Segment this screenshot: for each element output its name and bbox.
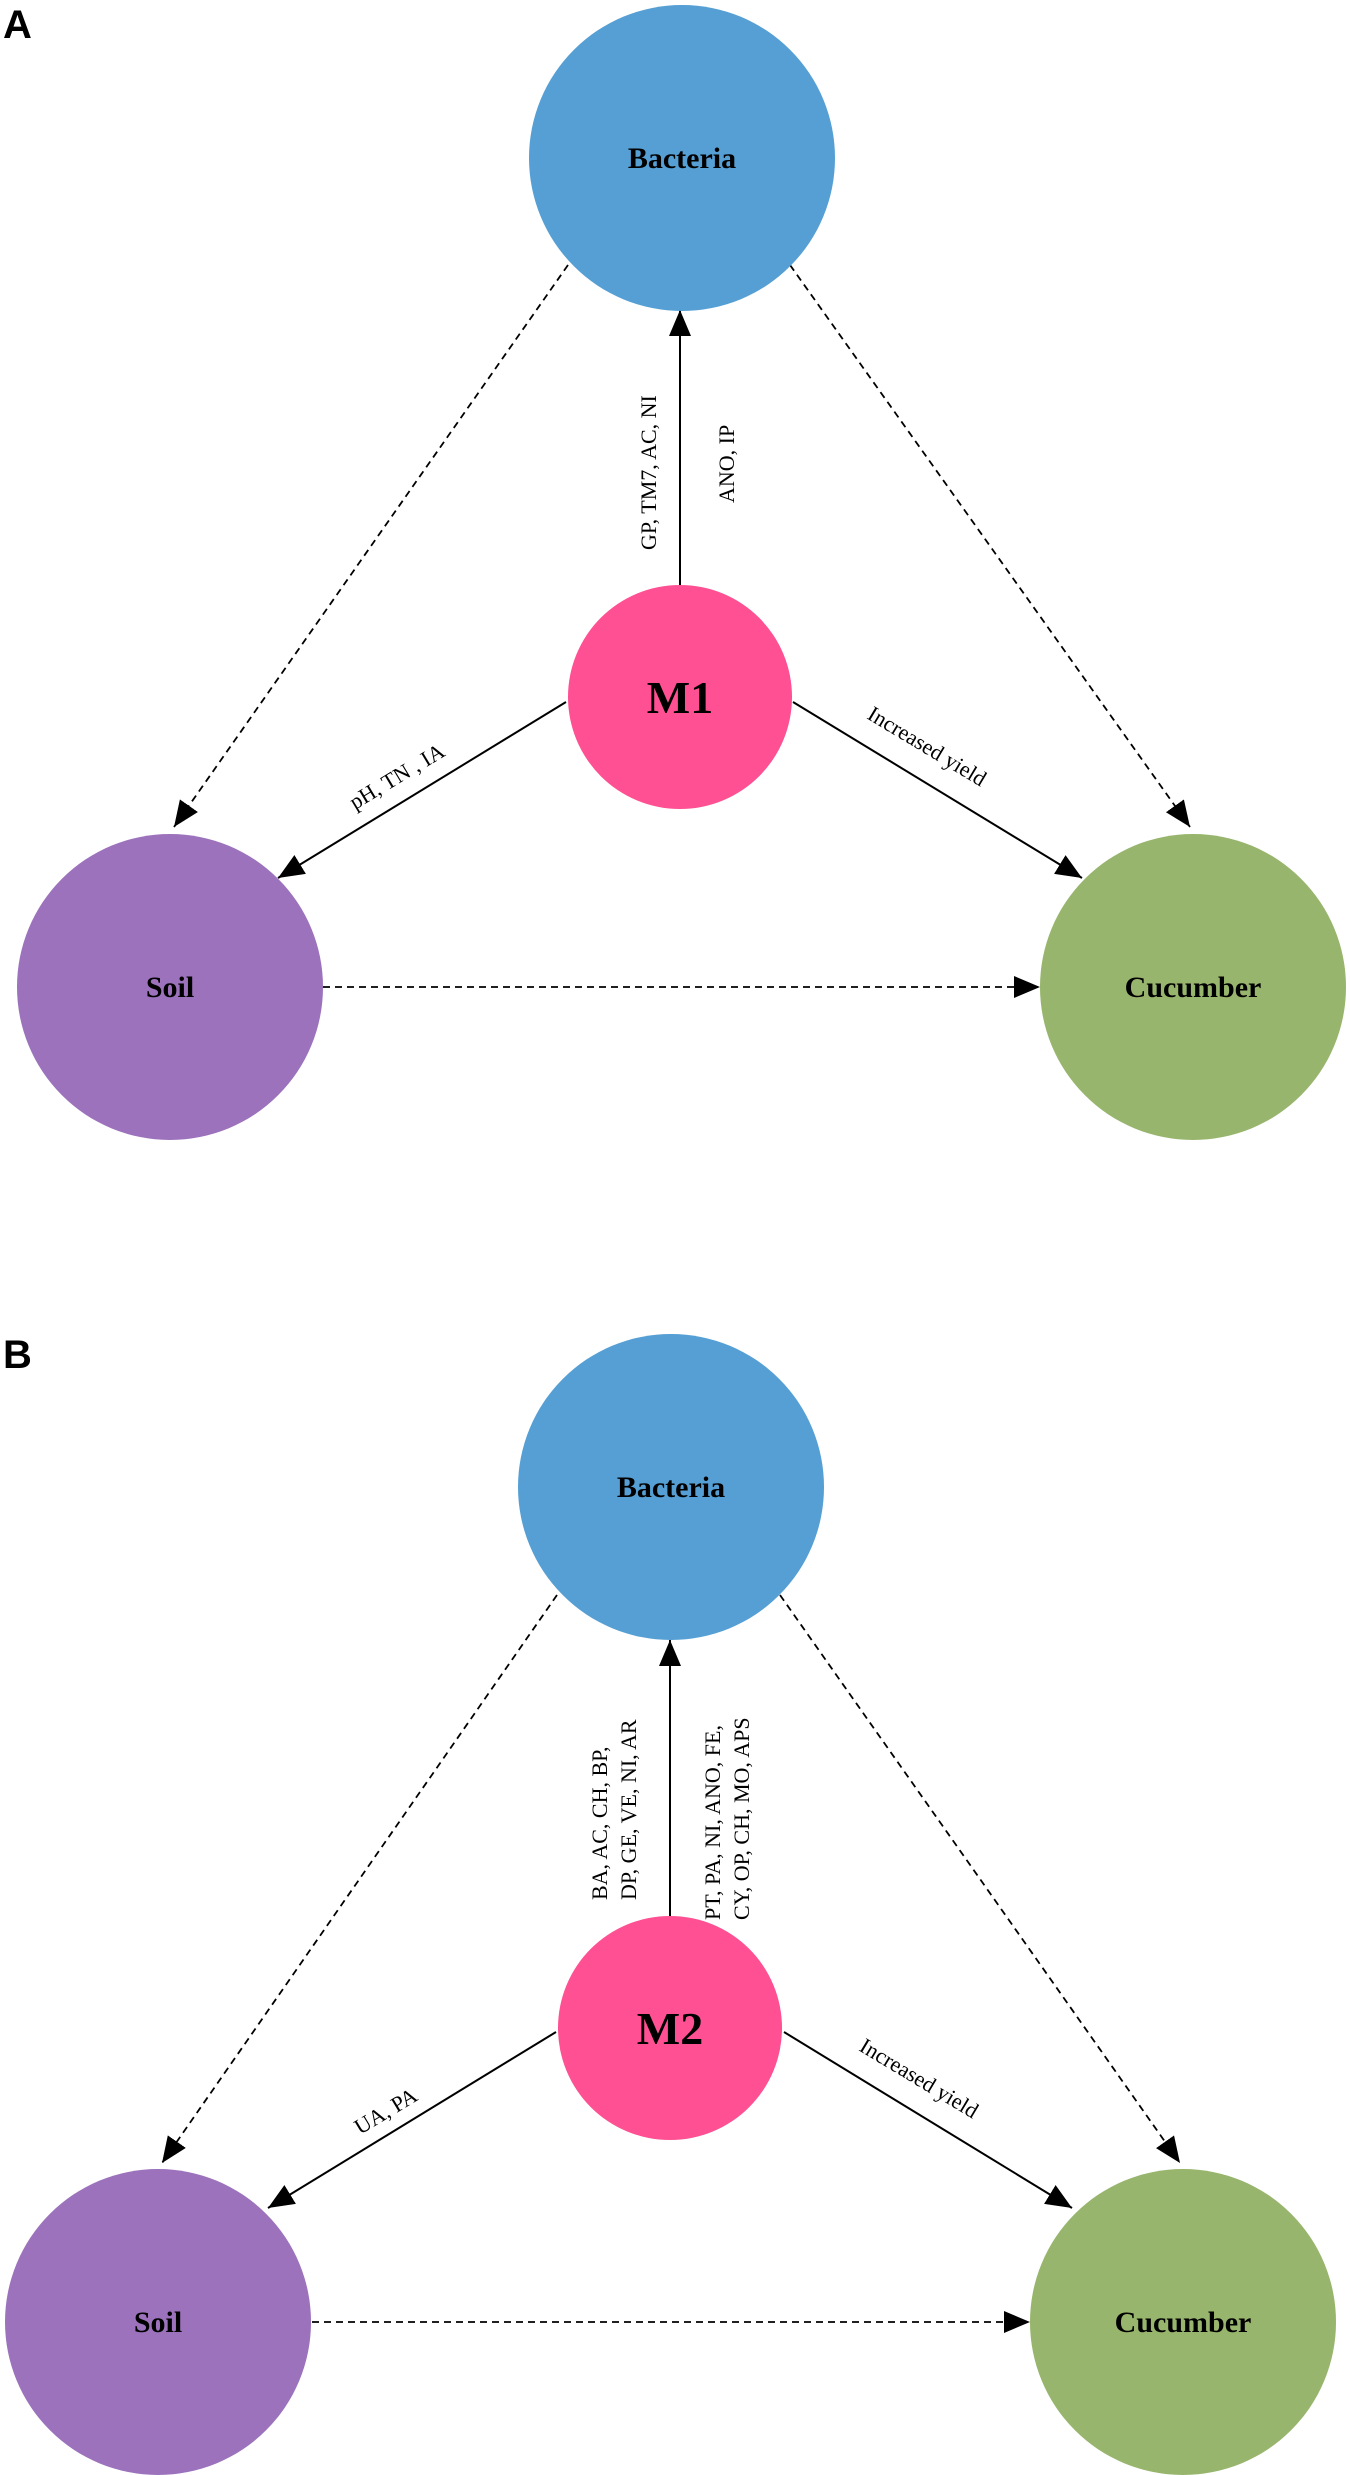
panel-a-m1-node (568, 585, 792, 809)
panel-a-edge-bacteria-soil (173, 264, 569, 828)
panel-b-bacteria-taxa-right-line1: PT, PA, NI, ANO, FE, (700, 1725, 725, 1920)
panel-b-cucumber-node (1030, 2169, 1336, 2475)
panel-b-soil-label: Soil (134, 2306, 182, 2339)
panel-b-edge-bacteria-soil (161, 1594, 558, 2164)
panel-b-bacteria-node (518, 1334, 824, 1640)
panel-a-yield-label: Increased yield (863, 701, 991, 791)
panel-a-bacteria-label: Bacteria (628, 142, 736, 175)
panel-a-edge-m1-soil (277, 701, 567, 879)
panel-a-soil-node (17, 834, 323, 1140)
panel-b: B Bacteria Soil Cucumber M2 BA, AC, CH, … (3, 1333, 1336, 2475)
panel-a-cucumber-label: Cucumber (1125, 971, 1262, 1004)
panel-b-bacteria-label: Bacteria (617, 1471, 725, 1504)
panel-b-soil-node (5, 2169, 311, 2475)
panel-b-edge-m2-soil (267, 2031, 557, 2209)
panel-b-cucumber-label: Cucumber (1115, 2306, 1252, 2339)
panel-b-edge-m2-cucumber (783, 2031, 1073, 2209)
panel-a-edge-m1-cucumber (792, 701, 1083, 879)
panel-b-bacteria-taxa-left-line1: BA, AC, CH, BP, (587, 1747, 612, 1900)
panel-a-soil-label: Soil (146, 971, 194, 1004)
panel-a-soil-properties-label: pH, TN , IA (345, 738, 449, 814)
panel-a-bacteria-taxa-right: ANO, IP (714, 425, 739, 503)
panel-b-yield-label: Increased yield (855, 2033, 983, 2123)
panel-a-letter: A (3, 3, 32, 47)
panel-a-bacteria-taxa-left: GP, TM7, AC, NI (636, 395, 661, 550)
panel-a-bacteria-node (529, 5, 835, 311)
panel-a-m1-label: M1 (647, 672, 713, 723)
panel-b-soil-properties-label: UA, PA (350, 2082, 422, 2139)
panel-b-m2-label: M2 (637, 2003, 703, 2054)
panel-b-bacteria-taxa-right-line2: CY, OP, CH, MO, APS (729, 1717, 754, 1920)
panel-b-letter: B (3, 1333, 32, 1377)
panel-b-bacteria-taxa-left-line2: DP, GE, VE, NI, AR (616, 1719, 641, 1900)
panel-b-m2-node (558, 1916, 782, 2140)
panel-b-edge-bacteria-cucumber (779, 1594, 1181, 2164)
panel-a-edge-bacteria-cucumber (789, 264, 1191, 828)
panel-a: A Bacteria Soil Cucumber M1 GP, TM7, AC,… (3, 3, 1346, 1140)
panel-a-cucumber-node (1040, 834, 1346, 1140)
